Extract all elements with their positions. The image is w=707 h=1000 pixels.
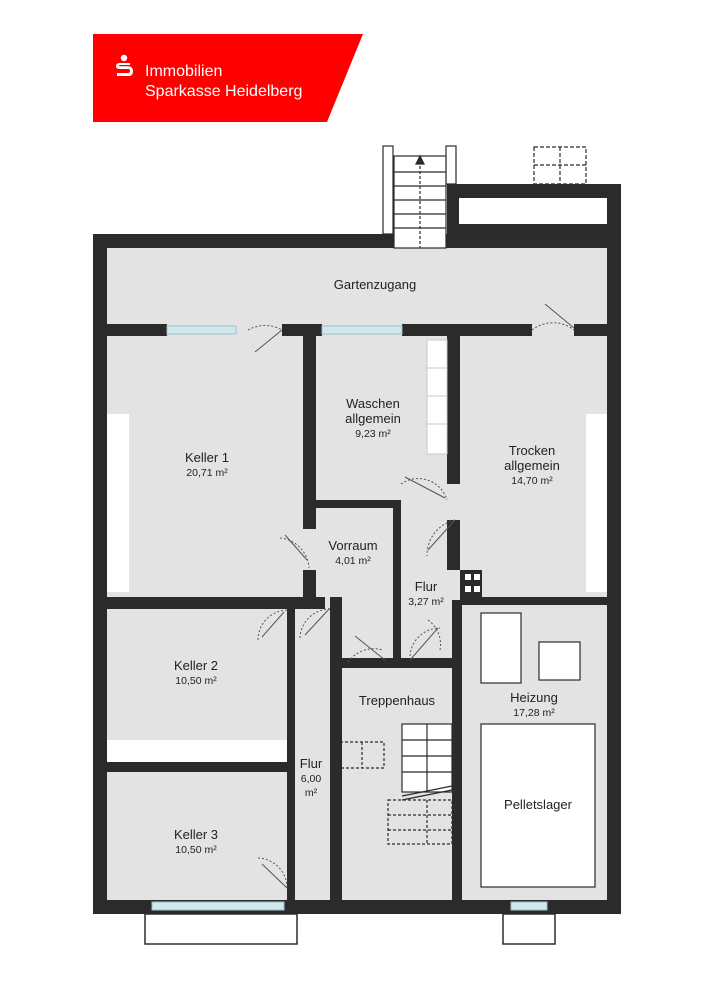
room-waschen-name-line2: allgemein (345, 411, 401, 426)
sparkasse-s-icon (111, 54, 137, 80)
shelf-keller2 (107, 740, 287, 762)
vent-grille (465, 574, 480, 592)
room-vorraum-area: 4,01 m² (335, 555, 371, 567)
window-right-trocken (586, 414, 607, 592)
room-trocken-name-line1: Trocken (509, 443, 555, 458)
exterior-stair (382, 145, 457, 249)
room-pelletslager-name: Pelletslager (504, 797, 573, 812)
interior-stair (339, 723, 453, 845)
room-flur-long-area: 6,00 (301, 773, 322, 785)
window-left-keller1 (107, 414, 129, 592)
room-vorraum-name: Vorraum (328, 538, 377, 553)
logo-line-sparkasse: Sparkasse Heidelberg (145, 83, 303, 100)
shelves-waschen (426, 339, 448, 455)
room-trocken-name-line2: allgemein (504, 458, 560, 473)
logo-line-immobilien: Immobilien (145, 63, 223, 80)
room-flur-long-unit: m² (305, 787, 318, 799)
door-swings (247, 303, 575, 889)
room-treppenhaus-name: Treppenhaus (359, 693, 436, 708)
heating-equipment (480, 612, 596, 888)
room-keller1-area: 20,71 m² (186, 467, 228, 479)
room-keller2-area: 10,50 m² (175, 675, 217, 687)
room-gartenzugang-name: Gartenzugang (334, 277, 416, 292)
room-keller3-name: Keller 3 (174, 827, 218, 842)
room-flur-small-name: Flur (415, 579, 438, 594)
room-trocken-area: 14,70 m² (511, 475, 553, 487)
dashed-feature (533, 146, 587, 185)
room-heizung-area: 17,28 m² (513, 707, 555, 719)
room-heizung-name: Heizung (510, 690, 558, 705)
room-keller3-area: 10,50 m² (175, 844, 217, 856)
logo-background (93, 34, 363, 122)
room-flur-long-name: Flur (300, 756, 323, 771)
windows (151, 325, 548, 911)
room-keller1-name: Keller 1 (185, 450, 229, 465)
light-wells (144, 913, 556, 945)
sparkasse-logo: Immobilien Sparkasse Heidelberg (93, 34, 363, 122)
room-waschen-area: 9,23 m² (355, 428, 391, 440)
room-flur-small-area: 3,27 m² (408, 596, 444, 608)
interior-walls (107, 324, 607, 910)
room-waschen-name-line1: Waschen (346, 396, 400, 411)
room-keller2-name: Keller 2 (174, 658, 218, 673)
outer-walls (93, 184, 621, 914)
